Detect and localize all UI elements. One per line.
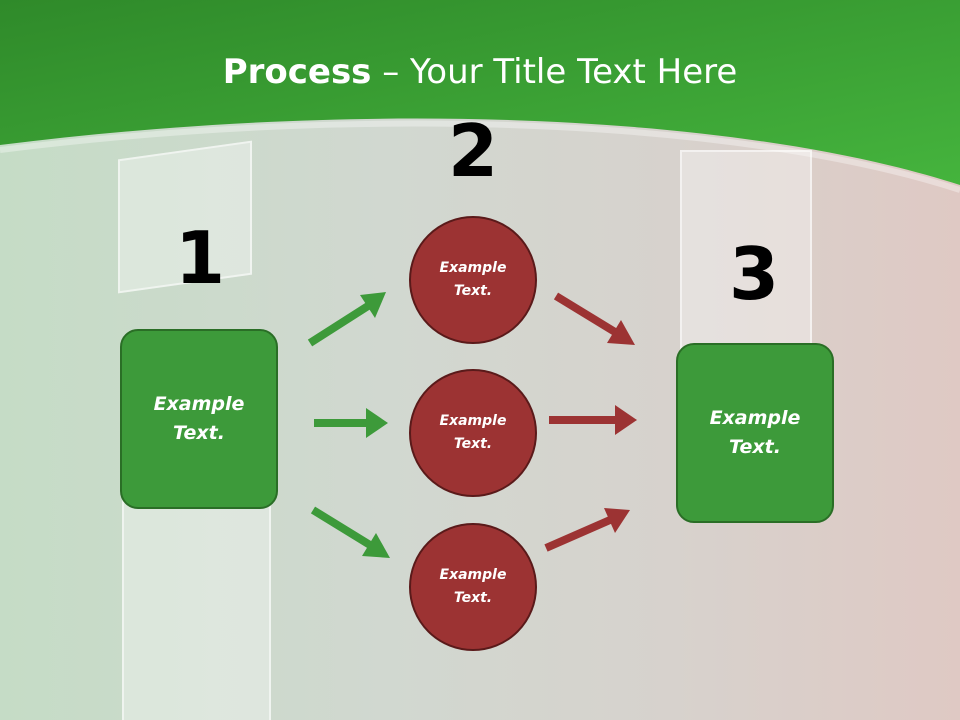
background-door-left xyxy=(122,500,271,720)
arrow-red-down xyxy=(553,292,635,345)
arrow-red-up xyxy=(544,508,630,552)
arrow-green-mid xyxy=(314,408,388,438)
background-door-right xyxy=(680,150,812,354)
process-circle-top-label: Example Text. xyxy=(439,260,507,299)
process-box-left-label: Example Text. xyxy=(153,393,245,444)
arrow-green-up xyxy=(307,292,386,347)
process-circle-middle-label: Example Text. xyxy=(439,413,507,452)
step-number-3: 3 xyxy=(728,232,780,316)
process-circle-middle: Example Text. xyxy=(409,369,537,497)
process-box-right: Example Text. xyxy=(676,343,834,523)
process-box-left: Example Text. xyxy=(120,329,278,509)
process-circle-top: Example Text. xyxy=(409,216,537,344)
slide-title: Process – Your Title Text Here xyxy=(0,52,960,92)
step-number-1: 1 xyxy=(174,216,226,300)
step-number-2: 2 xyxy=(447,109,499,193)
process-circle-bottom: Example Text. xyxy=(409,523,537,651)
arrow-green-down xyxy=(310,506,390,558)
arrow-red-mid xyxy=(549,405,637,435)
header-banner xyxy=(0,0,960,193)
process-circle-bottom-label: Example Text. xyxy=(439,567,507,606)
title-rest: – Your Title Text Here xyxy=(371,52,738,92)
title-bold: Process xyxy=(222,52,372,92)
process-box-right-label: Example Text. xyxy=(709,407,801,458)
